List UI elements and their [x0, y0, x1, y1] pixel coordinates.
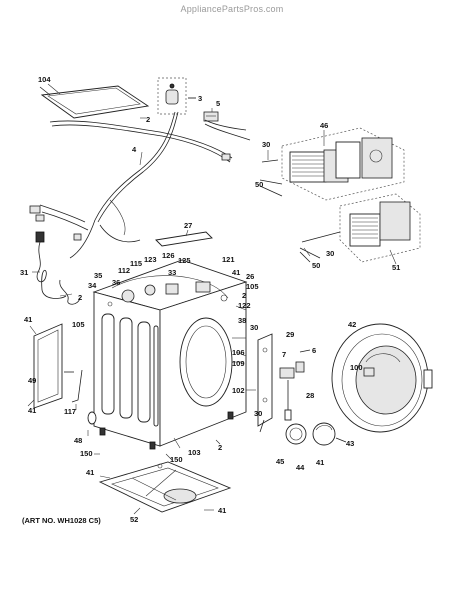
label-2: 2 [146, 115, 150, 124]
wire-harness [29, 111, 251, 259]
label-41-e: 41 [316, 458, 324, 467]
label-5: 5 [216, 99, 220, 108]
label-31: 31 [20, 268, 28, 277]
label-3: 3 [198, 94, 202, 103]
control-board-29 [257, 333, 273, 433]
label-2-b: 2 [242, 291, 246, 300]
label-112: 112 [118, 266, 130, 275]
label-102: 102 [232, 386, 245, 395]
connector-5 [203, 111, 219, 122]
label-150-b: 150 [170, 455, 183, 464]
label-122: 122 [238, 301, 251, 310]
side-panel-49 [33, 323, 83, 409]
label-41-f: 41 [218, 506, 226, 515]
label-52: 52 [130, 515, 138, 524]
label-43: 43 [346, 439, 354, 448]
label-35: 35 [94, 271, 102, 280]
part-labels: 104 3 2 5 4 46 30 50 27 30 50 51 31 123 … [20, 75, 400, 524]
knob-parts [285, 422, 347, 446]
label-30-c: 30 [250, 323, 258, 332]
label-30: 30 [262, 140, 270, 149]
label-105-a: 105 [246, 282, 259, 291]
label-30-d: 30 [254, 409, 262, 418]
power-cord [35, 231, 81, 305]
label-50-b: 50 [312, 261, 320, 270]
label-125: 125 [178, 256, 191, 265]
label-104: 104 [38, 75, 51, 84]
label-41-b: 41 [24, 315, 32, 324]
label-2-c: 2 [218, 443, 222, 452]
label-105-b: 105 [72, 320, 85, 329]
label-100: 100 [350, 363, 363, 372]
label-45: 45 [276, 457, 284, 466]
label-4: 4 [132, 145, 137, 154]
door-lock-parts [279, 349, 311, 421]
base-pan [98, 461, 232, 513]
label-41-c: 41 [28, 406, 36, 415]
washer-cabinet [92, 259, 248, 450]
label-38: 38 [238, 316, 246, 325]
label-2-a: 2 [78, 293, 82, 302]
label-121: 121 [222, 255, 235, 264]
label-126: 126 [162, 251, 175, 260]
label-6: 6 [312, 346, 316, 355]
art-number: (ART NO. WH1028 C5) [22, 516, 101, 525]
label-106: 106 [232, 348, 245, 357]
door-assembly [331, 323, 433, 433]
label-30-b: 30 [326, 249, 334, 258]
label-28: 28 [306, 391, 314, 400]
label-123: 123 [144, 255, 157, 264]
label-50: 50 [255, 180, 263, 189]
plug-48 [87, 411, 97, 425]
label-36: 36 [112, 278, 120, 287]
label-49: 49 [28, 376, 36, 385]
label-7: 7 [282, 350, 286, 359]
dispenser-assembly-upper [281, 127, 405, 201]
screws-upper [259, 159, 283, 197]
label-34: 34 [88, 281, 97, 290]
label-150-a: 150 [80, 449, 93, 458]
label-48: 48 [74, 436, 82, 445]
label-51: 51 [392, 263, 400, 272]
label-44: 44 [296, 463, 305, 472]
label-26: 26 [246, 272, 254, 281]
label-103: 103 [188, 448, 201, 457]
label-46: 46 [320, 121, 328, 130]
label-27: 27 [184, 221, 192, 230]
label-42: 42 [348, 320, 356, 329]
label-41-d: 41 [86, 468, 94, 477]
inlet-valve-part [157, 77, 196, 115]
leader-lines [27, 83, 397, 515]
label-33: 33 [168, 268, 176, 277]
label-29: 29 [286, 330, 294, 339]
control-bracket [155, 231, 213, 247]
label-115: 115 [130, 259, 142, 268]
label-41-a: 41 [232, 268, 240, 277]
dispenser-assembly-lower [299, 193, 421, 263]
watermark: AppliancePartsPros.com [180, 4, 284, 14]
top-cover [39, 85, 150, 119]
label-109: 109 [232, 359, 245, 368]
label-117: 117 [64, 407, 76, 416]
